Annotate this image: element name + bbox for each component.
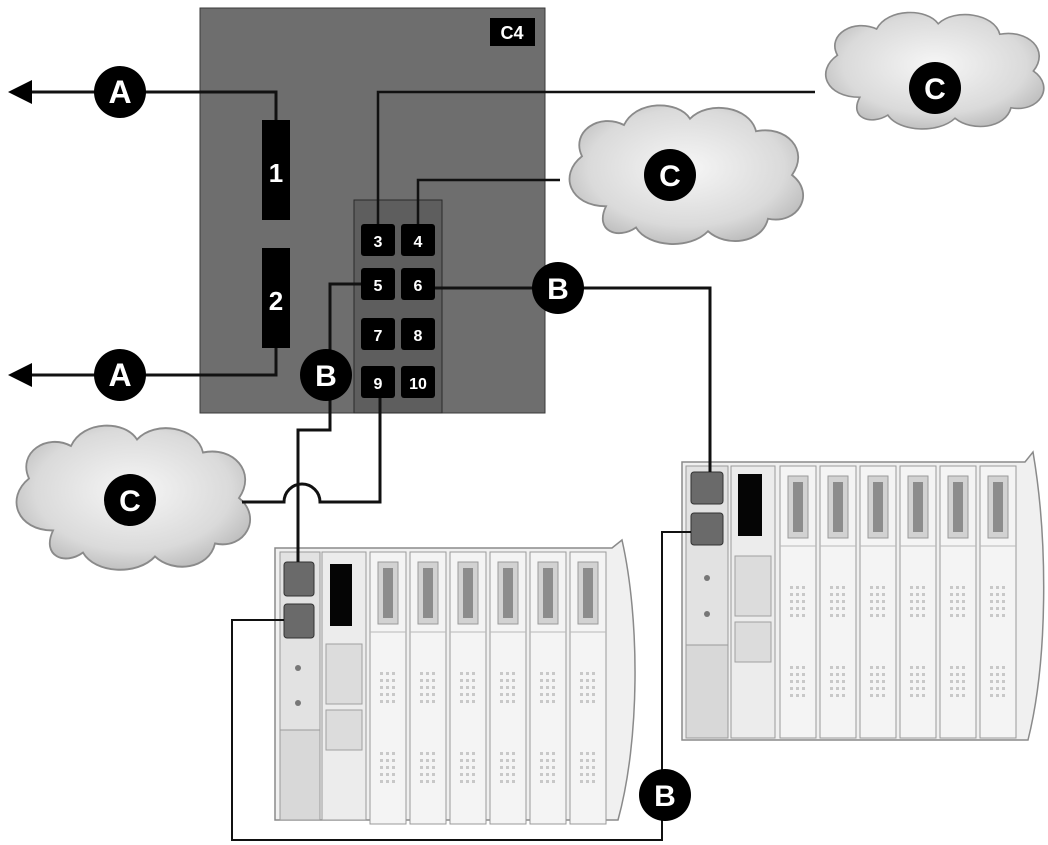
- rack-right-port-a[interactable]: [690, 471, 724, 505]
- plc-rack-left: [274, 538, 636, 825]
- svg-text:B: B: [654, 780, 676, 813]
- callout-b-chain: B: [639, 769, 691, 821]
- port-6[interactable]: 6: [401, 268, 435, 300]
- svg-text:C: C: [924, 73, 946, 106]
- port-9[interactable]: 9: [361, 366, 395, 398]
- port-5-label: 5: [374, 278, 383, 295]
- rack-left-port-b[interactable]: [283, 603, 315, 639]
- port-4[interactable]: 4: [401, 224, 435, 256]
- port-5[interactable]: 5: [361, 268, 395, 300]
- callout-a-bottom: A: [94, 349, 146, 401]
- callout-a-top: A: [94, 66, 146, 118]
- cable-port6-rack-right: [435, 286, 712, 472]
- cable-rack-chain: [231, 531, 691, 841]
- svg-text:A: A: [108, 74, 131, 110]
- svg-text:C: C: [119, 485, 141, 518]
- svg-text:B: B: [315, 360, 337, 393]
- port-1-label: 1: [269, 158, 283, 188]
- port-3[interactable]: 3: [361, 224, 395, 256]
- port-2-label: 2: [269, 286, 283, 316]
- cable-port9-cloud: [242, 398, 382, 504]
- rack-left-port-a[interactable]: [283, 561, 315, 597]
- module-tag: C4: [500, 23, 523, 43]
- callout-c-middle: C: [644, 149, 696, 201]
- port-10[interactable]: 10: [401, 366, 435, 398]
- port-7[interactable]: 7: [361, 318, 395, 350]
- svg-text:C: C: [659, 160, 681, 193]
- port-6-label: 6: [414, 278, 423, 295]
- port-10-label: 10: [409, 376, 427, 393]
- svg-text:A: A: [108, 357, 131, 393]
- cable-port3-cloud: [376, 90, 815, 224]
- module-tag-box: [490, 18, 535, 46]
- port-4-label: 4: [414, 234, 423, 251]
- port-3-label: 3: [374, 234, 383, 251]
- port-1[interactable]: [262, 120, 290, 220]
- callout-b-port6: B: [532, 262, 584, 314]
- port-9-label: 9: [374, 376, 383, 393]
- cable-port4-cloud: [416, 178, 560, 224]
- cable-port5-rack-left: [296, 282, 361, 562]
- port-8[interactable]: 8: [401, 318, 435, 350]
- port-2[interactable]: [262, 248, 290, 348]
- arrow-a-bottom: [8, 363, 32, 387]
- callout-b-port5: B: [300, 349, 352, 401]
- port-8-label: 8: [414, 328, 423, 345]
- arrow-a-top: [8, 80, 32, 104]
- svg-text:B: B: [547, 273, 569, 306]
- rack-right-port-b[interactable]: [690, 512, 724, 546]
- plc-rack-right: [681, 450, 1045, 741]
- c4-module: C4 1 2 3 4 5 6 7 8: [199, 7, 546, 414]
- callout-c-left: C: [104, 474, 156, 526]
- callout-c-top-right: C: [909, 62, 961, 114]
- port-7-label: 7: [374, 328, 383, 345]
